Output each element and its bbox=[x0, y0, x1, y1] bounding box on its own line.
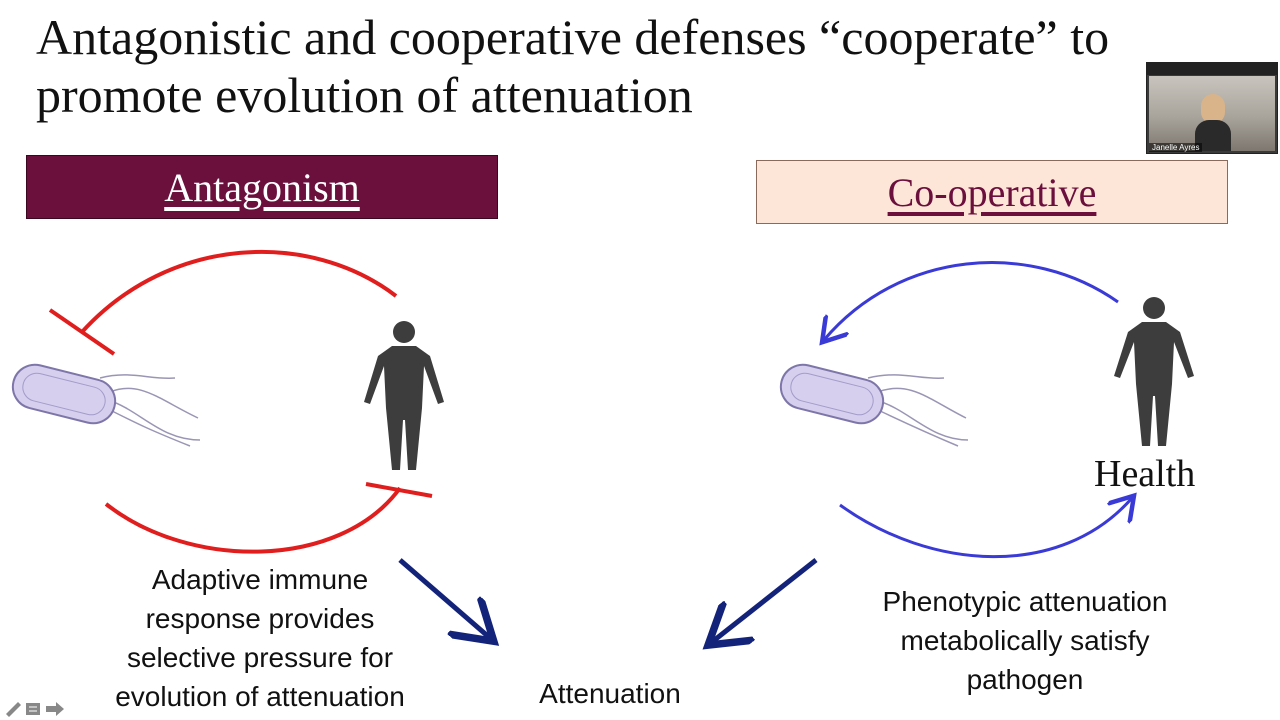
health-label: Health bbox=[1094, 453, 1196, 495]
bacterium-icon-right bbox=[779, 363, 969, 447]
antagonism-header: Antagonism bbox=[26, 155, 498, 219]
cooperative-to-attenuation-arrow bbox=[712, 558, 818, 642]
arrow-right-icon[interactable] bbox=[46, 702, 64, 716]
antagonism-label: Antagonism bbox=[164, 164, 360, 210]
cooperative-header: Co-operative bbox=[756, 160, 1228, 224]
human-silhouette-icon-right bbox=[1114, 297, 1194, 446]
video-feed bbox=[1149, 76, 1275, 151]
phenotypic-attenuation-text: Phenotypic attenuation metabolically sat… bbox=[882, 586, 1168, 695]
attenuation-label: Attenuation bbox=[539, 678, 681, 709]
antagonism-bottom-inhibit-arrow bbox=[104, 482, 433, 554]
slide-title: Antagonistic and cooperative defenses “c… bbox=[36, 9, 1110, 123]
video-toolbar[interactable] bbox=[1147, 63, 1277, 75]
cooperative-bottom-arrow bbox=[839, 498, 1132, 559]
bacterium-icon bbox=[11, 363, 201, 447]
human-silhouette-icon bbox=[364, 321, 444, 470]
antagonism-to-attenuation-arrow bbox=[398, 558, 490, 638]
notes-icon[interactable] bbox=[26, 703, 40, 715]
participant-name: Janelle Ayres bbox=[1149, 143, 1203, 152]
cooperative-label: Co-operative bbox=[887, 169, 1097, 215]
pen-icon[interactable] bbox=[6, 702, 21, 717]
video-thumbnail[interactable]: Janelle Ayres bbox=[1146, 62, 1278, 154]
adaptive-immune-text: Adaptive immune response provides select… bbox=[115, 564, 405, 712]
participant-face bbox=[1201, 94, 1225, 124]
cooperative-top-arrow bbox=[824, 261, 1119, 340]
antagonism-top-inhibit-arrow bbox=[48, 249, 398, 356]
